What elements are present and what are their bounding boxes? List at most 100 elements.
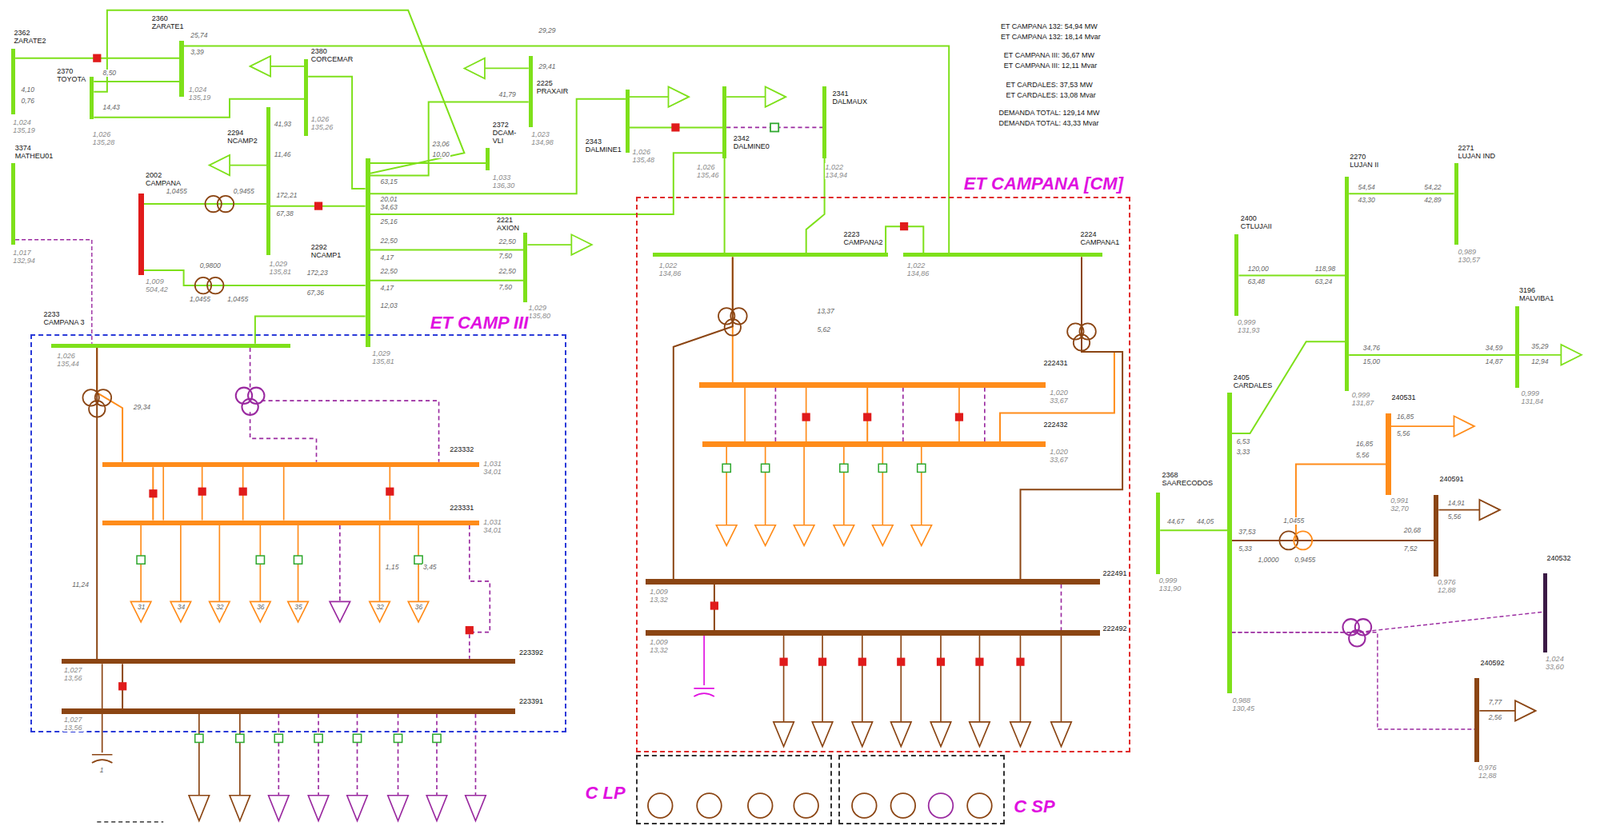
flow-value: 1,0455 xyxy=(188,296,212,304)
flow-value: 11,24 xyxy=(71,581,90,589)
bus-bar: 2292 NCAMP11,029 135,81 xyxy=(365,158,371,348)
flow-value: 5,56 xyxy=(1447,513,1463,521)
bus-voltage: 1,022 134,86 xyxy=(906,261,931,278)
power-line xyxy=(370,102,529,176)
flow-value: 5,33 xyxy=(1237,545,1253,553)
flow-value: 20,68 xyxy=(1403,527,1422,535)
power-line xyxy=(370,152,723,215)
power-line xyxy=(1232,341,1346,434)
power-line xyxy=(308,76,365,189)
flow-value: 1,0000 xyxy=(1256,556,1280,564)
flow-value: 43,30 xyxy=(1356,196,1376,204)
flow-value: 5,56 xyxy=(1355,452,1371,460)
flow-value: 44,67 xyxy=(1166,518,1185,526)
bus-voltage: 1,033 136,30 xyxy=(492,173,516,190)
bus-name: 2002 CAMPANA xyxy=(144,171,182,188)
flow-value: 172,21 xyxy=(275,192,298,200)
flow-value: 63,48 xyxy=(1247,278,1266,286)
bus-name: 2372 DCAM-VLI xyxy=(492,120,518,145)
bus-bar: 2368 SAARECODOS0,999 131,90 xyxy=(1156,492,1160,575)
bus-name: 2292 NCAMP1 xyxy=(310,243,343,260)
bus-bar: 2294 NCAMP21,029 135,81 xyxy=(266,107,271,256)
bus-voltage: 1,026 135,28 xyxy=(92,130,116,147)
bus-name: 2362 ZARATE2 xyxy=(13,28,48,45)
flow-value: 22,50 xyxy=(497,238,516,246)
bus-name: 2223 CAMPANA2 xyxy=(843,230,884,247)
flow-value: 63,24 xyxy=(1314,278,1333,286)
summary-text: DEMANDA TOTAL: 129,14 MW xyxy=(997,108,1100,117)
bus-name: 2342 DALMINE0 xyxy=(732,134,771,151)
bus-voltage: 1,029 135,81 xyxy=(268,260,292,276)
flow-value: 12,94 xyxy=(1530,358,1549,366)
bus-voltage: 1,009 504,42 xyxy=(144,277,169,294)
flow-value: 16,85 xyxy=(1396,413,1415,421)
flow-value: 10,00 xyxy=(432,151,451,159)
power-line xyxy=(1232,540,1435,542)
bus-voltage: 1,024 33,60 xyxy=(1544,655,1565,672)
flow-value: 4,17 xyxy=(379,254,395,262)
bus-bar: 2233911,027 13,56 xyxy=(61,708,516,714)
bus-voltage: 1,026 135,44 xyxy=(56,352,80,368)
bus-voltage: 1,029 135,81 xyxy=(371,349,396,366)
flow-value: 14,43 xyxy=(102,104,121,112)
bus-name: 222431 xyxy=(1043,359,1069,368)
bus-name: 2224 CAMPANA1 xyxy=(1079,230,1120,247)
flow-value: 1,0455 xyxy=(1282,517,1305,525)
breaker-closed xyxy=(92,54,1024,692)
bus-bar: 2225 PRAXAIR1,023 134,98 xyxy=(528,56,533,128)
flow-value: 42,89 xyxy=(1423,196,1442,204)
power-line xyxy=(255,316,366,344)
bus-bar: 2002 CAMPANA1,009 504,42 xyxy=(138,193,144,276)
flow-value: 23,06 xyxy=(432,140,451,148)
bus-voltage: 1,024 135,19 xyxy=(12,118,36,135)
summary-text: ET CAMPANA III: 12,11 Mvar xyxy=(1003,61,1099,70)
bus-voltage: 0,999 131,84 xyxy=(1520,389,1545,406)
bus-voltage: 1,027 13,56 xyxy=(63,666,84,683)
bus-name: 2294 NCAMP2 xyxy=(226,128,259,145)
power-line xyxy=(1232,464,1387,541)
bus-name: 2380 CORCEMAR xyxy=(310,47,355,64)
flow-value: 1,15 xyxy=(384,564,400,572)
flow-value: 8,50 xyxy=(102,69,118,77)
bus-bar: 2372 DCAM-VLI1,033 136,30 xyxy=(485,148,490,171)
flow-value: 34 xyxy=(176,604,186,612)
bus-bar: 2343 DALMINE11,026 135,48 xyxy=(625,89,630,153)
flow-value: 35 xyxy=(293,604,303,612)
bus-voltage: 1,026 135,46 xyxy=(696,163,720,180)
flow-value: 5,62 xyxy=(816,326,832,334)
bus-voltage: 0,988 130,45 xyxy=(1232,696,1256,713)
bus-name: 222492 xyxy=(1102,624,1128,633)
flow-value: 29,34 xyxy=(132,404,152,412)
bus-name: 2368 SAARECODOS xyxy=(1161,471,1215,488)
flow-value: 54,22 xyxy=(1423,184,1442,192)
bus-name: 222432 xyxy=(1043,420,1069,429)
flow-value: 6,53 xyxy=(1236,438,1252,446)
flow-value: 12,03 xyxy=(379,302,398,310)
bus-bar: 2221 AXION1,029 135,80 xyxy=(523,232,528,303)
station-title: ET CAMPANA [CM] xyxy=(962,174,1125,194)
power-line xyxy=(673,256,733,580)
flow-value: 16,85 xyxy=(1355,440,1374,448)
flow-value: 3,45 xyxy=(422,564,438,572)
camp3-feeders xyxy=(92,348,490,823)
bus-name: 2405 CARDALES xyxy=(1232,373,1274,390)
summary-text: DEMANDA TOTAL: 43,33 Mvar xyxy=(997,119,1100,128)
station-region: C SP xyxy=(838,755,1005,825)
bus-name: 3196 MALVIBA1 xyxy=(1518,286,1555,303)
flow-value: 0,9455 xyxy=(1293,556,1316,564)
bus-voltage: 0,991 32,70 xyxy=(1389,496,1410,513)
load-symbols xyxy=(209,56,1582,722)
bus-bar: 2362 ZARATE21,024 135,19 xyxy=(11,48,16,115)
breaker-open xyxy=(136,464,926,743)
bus-voltage: 0,999 131,90 xyxy=(1158,576,1183,593)
transformer-symbol xyxy=(1293,531,1312,550)
flow-value: 25,74 xyxy=(189,32,208,40)
flow-value: 118,98 xyxy=(1314,265,1336,273)
bus-name: 2370 TOYOTA xyxy=(56,67,87,84)
bus-name: 240591 xyxy=(1438,475,1464,484)
bus-name: 2270 LUJAN II xyxy=(1348,152,1383,169)
station-title: ET CAMP III xyxy=(428,313,531,333)
bus-name: 240532 xyxy=(1545,554,1572,563)
flow-value: 14,91 xyxy=(1447,500,1466,508)
